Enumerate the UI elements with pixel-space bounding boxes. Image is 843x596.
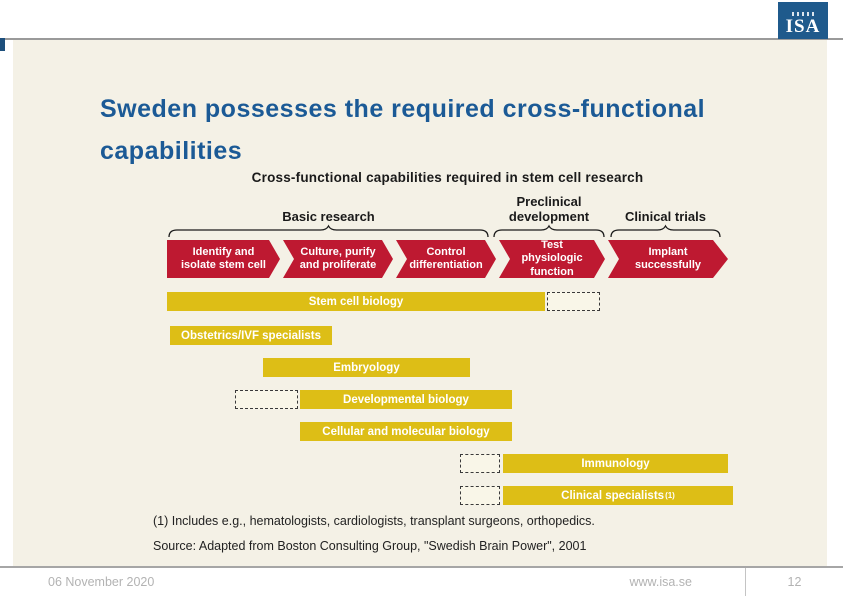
capability-bar: Obstetrics/IVF specialists bbox=[170, 326, 332, 345]
slide-title: Sweden possesses the required cross-func… bbox=[100, 95, 706, 165]
capability-label: Stem cell biology bbox=[308, 295, 404, 308]
phase-brace bbox=[168, 224, 489, 238]
process-step: Culture, purify and proliferate bbox=[283, 240, 393, 278]
footer: 06 November 2020 www.isa.se 12 bbox=[0, 566, 843, 596]
process-step: Test physiologic function bbox=[499, 240, 605, 278]
capability-label: Obstetrics/IVF specialists bbox=[181, 329, 321, 342]
capability-label: Developmental biology bbox=[343, 393, 469, 406]
capability-label: Immunology bbox=[581, 457, 650, 470]
process-step: Control differentiation bbox=[396, 240, 496, 278]
footnote: (1) Includes e.g., hematologists, cardio… bbox=[153, 514, 595, 528]
slide-canvas: Sweden possesses the required cross-func… bbox=[13, 40, 827, 567]
left-edge-mark bbox=[0, 38, 5, 51]
capability-label: Clinical specialists bbox=[561, 489, 665, 502]
capability-dashed-box bbox=[460, 454, 500, 473]
phase-label: Clinical trials bbox=[625, 208, 706, 224]
top-bar: ISA bbox=[0, 0, 843, 40]
phase-brace bbox=[493, 224, 605, 238]
process-step: Implant successfully bbox=[608, 240, 728, 278]
capability-bar: Embryology bbox=[263, 358, 470, 377]
logo-marks-decoration bbox=[792, 12, 814, 16]
capabilities-diagram: Cross-functional capabilities required i… bbox=[13, 40, 827, 567]
capability-label: Cellular and molecular biology bbox=[322, 425, 490, 438]
capability-bar: Stem cell biology bbox=[167, 292, 545, 311]
page-number: 12 bbox=[787, 575, 802, 589]
source-note: Source: Adapted from Boston Consulting G… bbox=[153, 539, 587, 553]
capability-dashed-box bbox=[460, 486, 500, 505]
footer-divider bbox=[745, 568, 746, 596]
phase-brace bbox=[610, 224, 721, 238]
logo-text: ISA bbox=[785, 16, 821, 37]
capability-label: Embryology bbox=[333, 361, 400, 374]
diagram-title: Cross-functional capabilities required i… bbox=[251, 170, 644, 185]
capability-dashed-box bbox=[547, 292, 600, 311]
footer-date: 06 November 2020 bbox=[48, 575, 155, 589]
capability-bar: Developmental biology bbox=[300, 390, 512, 409]
phase-label: Preclinical development bbox=[508, 194, 590, 224]
footer-website: www.isa.se bbox=[629, 575, 692, 589]
capability-bar: Clinical specialists(1) bbox=[503, 486, 733, 505]
capability-bar: Cellular and molecular biology bbox=[300, 422, 512, 441]
isa-logo: ISA bbox=[778, 2, 828, 39]
capability-dashed-box bbox=[235, 390, 298, 409]
phase-label: Basic research bbox=[282, 208, 375, 224]
process-step: Identify and isolate stem cell bbox=[167, 240, 280, 278]
capability-bar: Immunology bbox=[503, 454, 728, 473]
